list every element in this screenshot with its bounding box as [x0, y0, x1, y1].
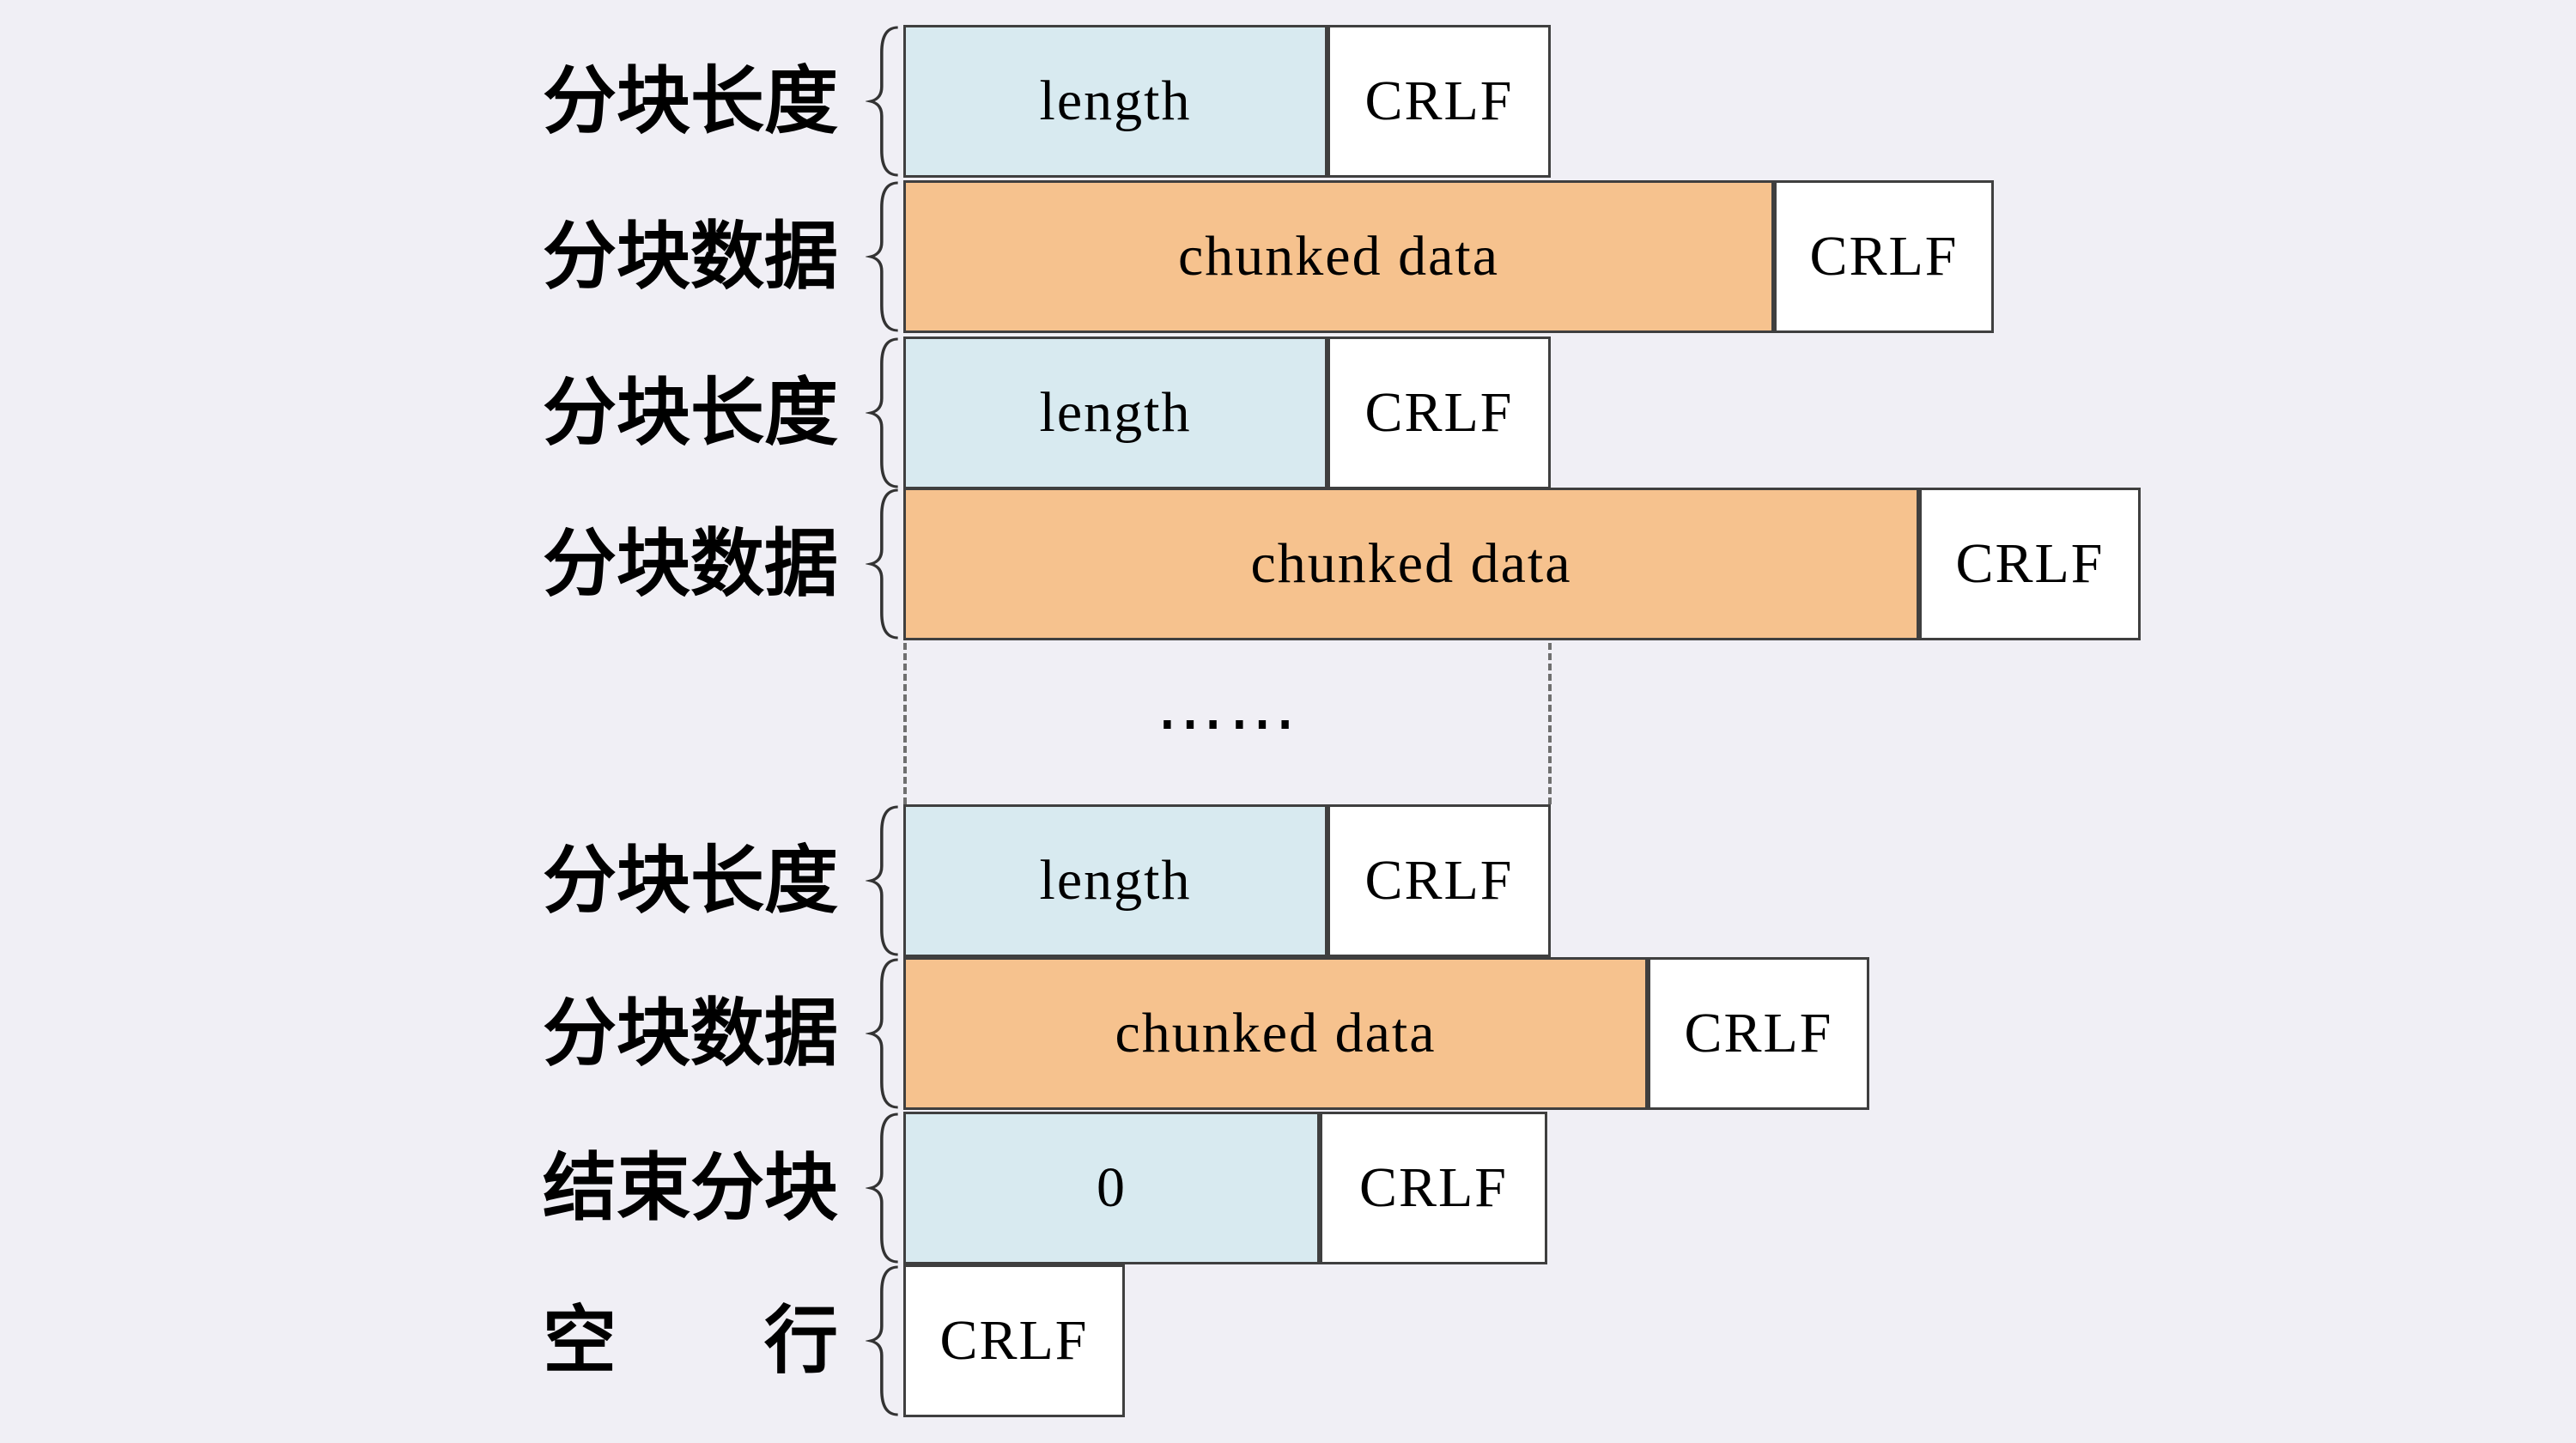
row-label-chunk-data-3: 分块数据: [543, 992, 838, 1075]
brace-icon: [866, 488, 898, 640]
row-label-chunk-data-2: 分块数据: [543, 523, 838, 605]
ellipsis-separator: ……: [1156, 665, 1300, 745]
zero-box: 0: [903, 1112, 1320, 1264]
brace-icon: [866, 181, 898, 332]
row-label-chunk-length-2: 分块长度: [543, 372, 838, 454]
length-box: length: [903, 25, 1327, 178]
crlf-box: CRLF: [1320, 1112, 1547, 1264]
length-box: length: [903, 336, 1327, 489]
crlf-box: CRLF: [1327, 336, 1551, 489]
row-label-end-chunk: 结束分块: [543, 1147, 838, 1229]
chunked-data-box: chunked data: [903, 957, 1648, 1110]
brace-icon: [866, 1265, 898, 1416]
crlf-box: CRLF: [1327, 804, 1551, 957]
chunked-data-box: chunked data: [903, 488, 1919, 640]
row-label-chunk-length-3: 分块长度: [543, 840, 838, 922]
brace-icon: [866, 958, 898, 1109]
row-label-chunk-length-1: 分块长度: [543, 60, 838, 142]
brace-icon: [866, 337, 898, 488]
crlf-box: CRLF: [1919, 488, 2141, 640]
chunked-data-box: chunked data: [903, 180, 1774, 333]
crlf-box: CRLF: [1327, 25, 1551, 178]
crlf-box: CRLF: [903, 1264, 1125, 1417]
brace-icon: [866, 805, 898, 956]
row-label-empty-line: 空 行: [543, 1300, 838, 1382]
crlf-box: CRLF: [1774, 180, 1994, 333]
dashed-guide-left: [903, 643, 907, 804]
crlf-box: CRLF: [1648, 957, 1869, 1110]
length-box: length: [903, 804, 1327, 957]
brace-icon: [866, 26, 898, 177]
row-label-chunk-data-1: 分块数据: [543, 215, 838, 298]
brace-icon: [866, 1113, 898, 1264]
dashed-guide-right: [1548, 643, 1552, 804]
